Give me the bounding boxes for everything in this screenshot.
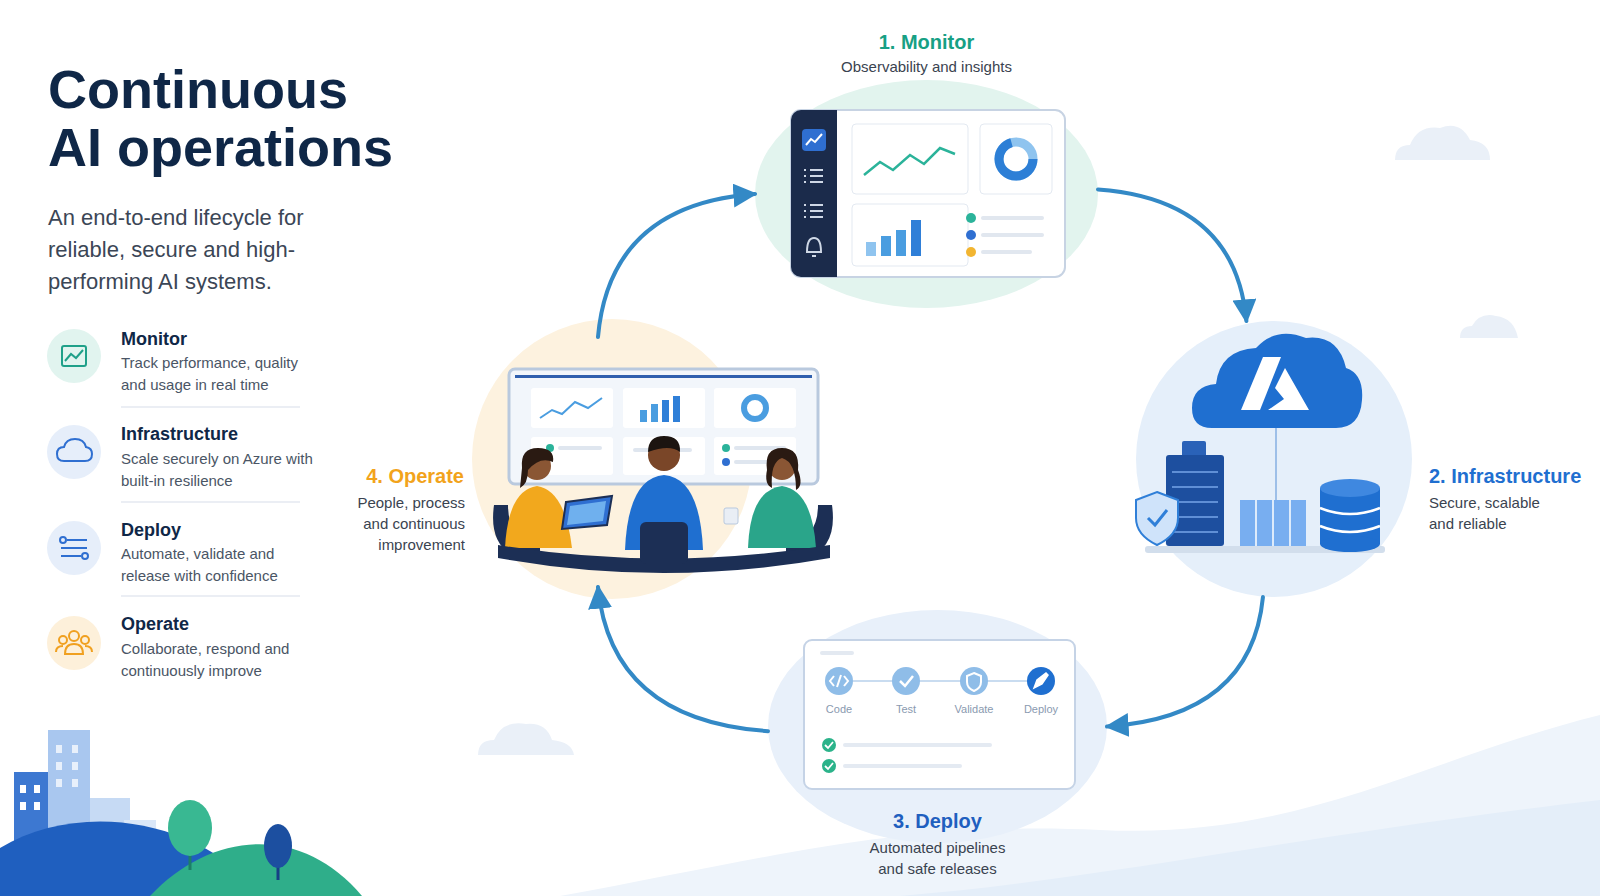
list-icons-part [61,555,81,557]
list-icons-part [65,644,83,654]
stage-shape [755,80,1098,308]
city-skyline-part [56,762,62,770]
stage-heading: 1. Monitor [755,28,1098,56]
stage-backdrop [755,80,1098,308]
step-label: Test [866,702,946,717]
team-illustration-part [768,452,796,480]
city-skyline [0,730,362,896]
list-heading: Monitor [121,327,187,352]
list-heading: Operate [121,612,189,637]
list-icons-part [81,636,89,644]
list-icons-part [47,425,101,479]
stage-backdrop [768,610,1107,843]
clouds-part [1395,126,1490,160]
list-text: Automate, validate and release with conf… [121,543,321,587]
list-icons-part [47,521,101,575]
city-skyline-part [264,824,292,868]
team-illustration-part [786,505,833,558]
stage-shape [768,610,1107,843]
list-icons-part [57,439,92,461]
list-icons-part [65,350,83,361]
list-separators-part [121,501,300,503]
list-icons-part [69,631,79,641]
list-icons-part [59,636,67,644]
team-illustration-part [748,486,816,548]
list-icons-part [47,616,101,670]
stage-description: Secure, scalable and reliable [1429,492,1554,534]
diagram-title: Continuous AI operations [48,60,405,176]
list-icons-part [62,346,86,366]
city-skyline-part [20,802,26,810]
list-icons-part [67,539,87,541]
list-icons-part [61,547,87,549]
list-separators-part [121,595,300,597]
list-heading: Deploy [121,518,181,543]
stage-backdrop [472,319,752,599]
cycle-arrow [598,587,768,731]
clouds-part [478,723,574,755]
subtitle: An end-to-end lifecycle for reliable, se… [48,202,378,298]
city-skyline-part [34,785,40,793]
list-icons-part [56,646,92,652]
city-skyline-part [72,762,78,770]
list-separators-part [121,406,300,408]
stage-description: People, process and continuous improveme… [350,492,465,555]
list-text: Collaborate, respond and continuously im… [121,638,321,682]
stage-heading: 4. Operate [366,462,464,490]
city-skyline-part [20,785,26,793]
list-text: Track performance, quality and usage in … [121,352,321,396]
stage-backdrop [1136,321,1412,597]
list-icons [47,329,101,670]
list-icons-part [82,553,88,559]
city-skyline-part [34,802,40,810]
team-illustration-part [766,448,800,490]
cycle-arrow [598,194,755,337]
stage-heading: 3. Deploy [768,807,1107,835]
stage-description: Observability and insights [755,56,1098,77]
stage-description: Automated pipelines and safe releases [858,837,1018,879]
stage-shape [480,337,827,587]
list-icons-part [47,329,101,383]
step-label: Code [799,702,879,717]
city-skyline-part [56,779,62,787]
city-skyline-part [56,745,62,753]
step-label: Deploy [1001,702,1081,717]
city-skyline-part [72,745,78,753]
cycle-arrow [1107,597,1263,727]
stage-node: 4. OperatePeople, process and continuous… [480,337,827,587]
stage-node: 2. InfrastructureSecure, scalable and re… [1136,321,1412,597]
cycle-arrow [1098,189,1246,321]
list-text: Scale securely on Azure with built-in re… [121,448,321,492]
team-illustration-part [744,397,766,419]
city-skyline-part [72,779,78,787]
list-icons-part [60,537,66,543]
stage-node: 3. DeployAutomated pipelines and safe re… [768,610,1107,843]
clouds-part [1460,315,1518,338]
stage-heading: 2. Infrastructure [1429,462,1581,490]
stage-node: 1. MonitorObservability and insights [755,80,1098,308]
city-skyline-part [168,800,212,856]
list-heading: Infrastructure [121,422,238,447]
step-label: Validate [934,702,1014,717]
stage-shape [1136,321,1412,597]
